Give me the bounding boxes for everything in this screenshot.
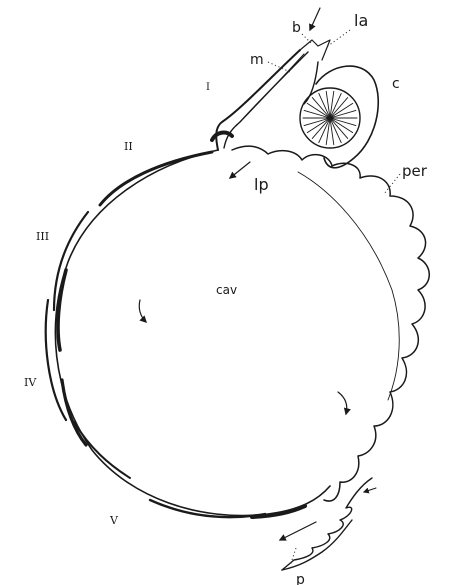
siphon-tube-mid	[236, 54, 304, 126]
label-per: per	[402, 162, 428, 180]
label-roman-5: V	[109, 514, 119, 527]
arrow-cavity-right	[338, 392, 347, 414]
inner-segment-line	[298, 172, 399, 400]
label-lp: lp	[254, 175, 269, 194]
leader-b	[302, 34, 312, 44]
funnel-tip-right	[318, 40, 330, 60]
label-roman-1: I	[206, 82, 210, 93]
segmented-outline	[232, 146, 429, 501]
leader-la	[328, 30, 350, 46]
leader-per	[384, 174, 400, 194]
label-p: p	[296, 572, 305, 585]
body-wall-segment-6	[252, 506, 305, 517]
label-la: la	[354, 11, 368, 30]
label-c: c	[392, 76, 400, 92]
label-b: b	[292, 20, 301, 36]
arrow-outflow-bottom	[280, 522, 316, 540]
siphon-tube-inner	[224, 52, 308, 148]
arrow-lp	[230, 162, 250, 178]
funnel-tip-left	[300, 40, 318, 50]
leader-p	[290, 548, 296, 566]
arrow-cavity-left	[139, 300, 146, 322]
label-m: m	[250, 52, 264, 68]
gland-c-rays	[303, 91, 357, 144]
arrow-inflow-top	[310, 8, 320, 30]
body-wall-segment-3b	[58, 270, 66, 350]
body-wall-segment-5	[74, 422, 130, 478]
label-cav: cav	[216, 283, 237, 297]
label-roman-4: IV	[24, 376, 37, 389]
label-roman-3: III	[36, 230, 49, 243]
tube-junction	[212, 133, 232, 140]
arrow-tail	[364, 488, 376, 492]
tail-upper	[282, 478, 372, 570]
cavity-outline	[55, 150, 330, 516]
label-roman-2: II	[124, 140, 133, 153]
